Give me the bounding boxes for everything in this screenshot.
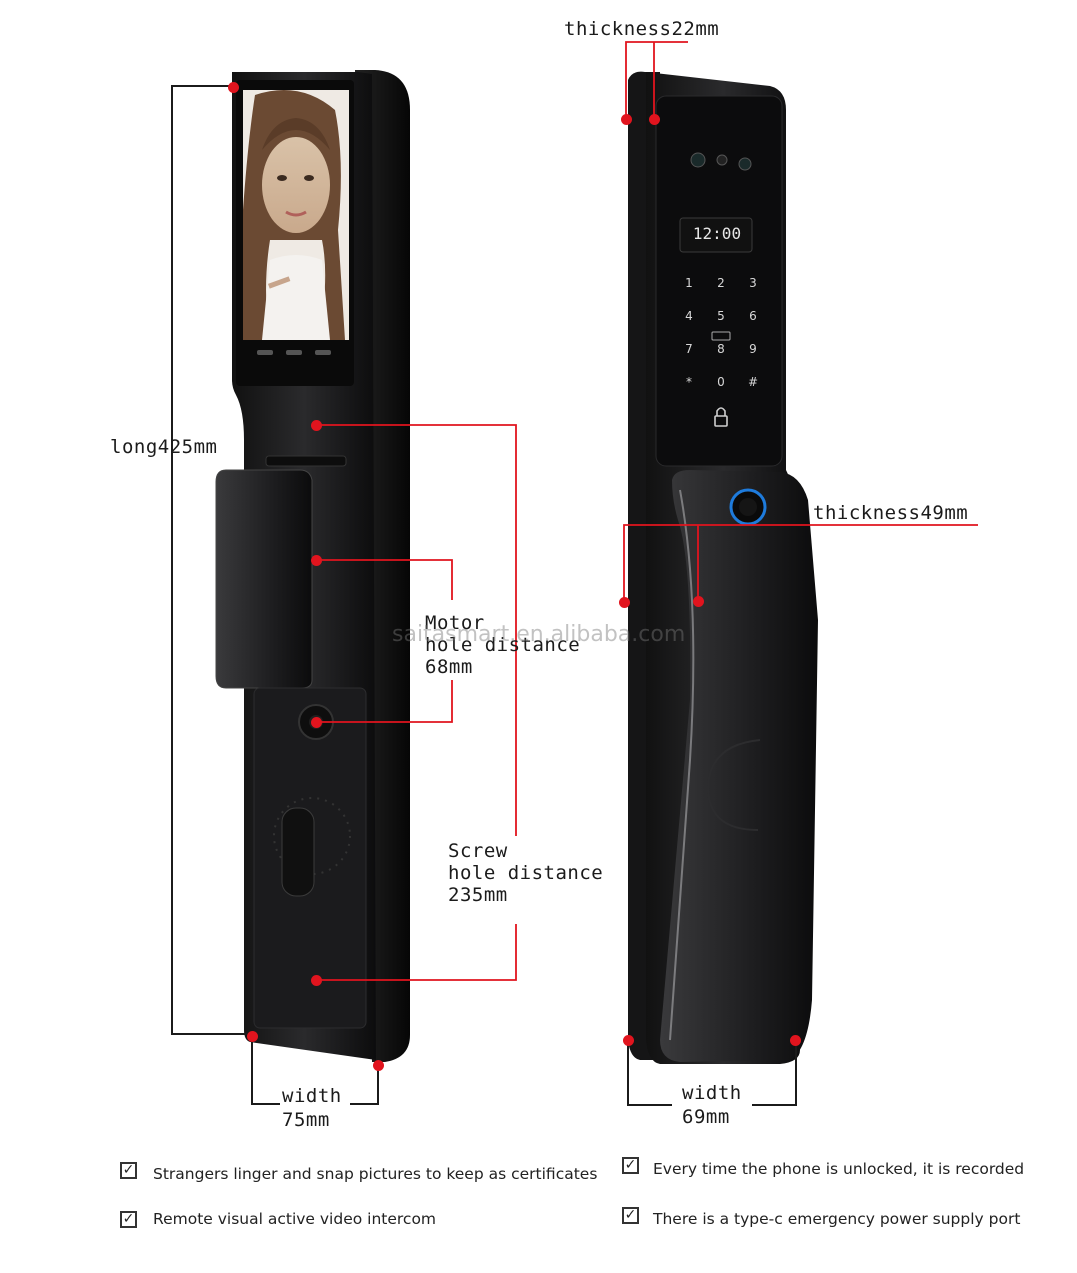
keypad-key[interactable]: 0	[717, 375, 725, 389]
vent-slot	[265, 455, 347, 467]
checkbox-icon: ✓	[622, 1157, 639, 1174]
dot-screw-bottom	[311, 975, 322, 986]
keypad-key[interactable]: 9	[749, 342, 757, 356]
camera-lens	[690, 152, 706, 168]
side-lock	[628, 71, 818, 1064]
label-width-front-1: width	[282, 1085, 342, 1107]
label-width-side-1: width	[682, 1082, 742, 1104]
red-dimension-lines	[316, 41, 978, 981]
watermark-text: saitasmart.en.alibaba.com	[392, 622, 686, 647]
label-thickness-49: thickness49mm	[813, 502, 969, 524]
clock-display: 12:00	[692, 224, 742, 243]
keypad-key[interactable]: 7	[685, 342, 693, 356]
side-handle	[660, 470, 818, 1062]
dot-motor-bottom	[311, 717, 322, 728]
camera-lens	[716, 154, 728, 166]
feature-item: Every time the phone is unlocked, it is …	[653, 1160, 1025, 1178]
screen-button	[286, 350, 302, 355]
lock-icon-body	[714, 415, 728, 427]
dot-thick22-right	[649, 114, 660, 125]
feature-item: Remote visual active video intercom	[153, 1210, 437, 1228]
screen-button	[315, 350, 331, 355]
checkbox-icon: ✓	[120, 1211, 137, 1228]
dot-thick22-left	[621, 114, 632, 125]
card-reader-icon	[711, 331, 731, 341]
label-width-front-2: 75mm	[282, 1109, 330, 1131]
dot-screw-top	[311, 420, 322, 431]
front-handle	[215, 469, 313, 689]
product-diagram	[171, 41, 978, 1106]
label-thickness-22: thickness22mm	[564, 18, 720, 40]
clock-display-frame	[679, 217, 753, 253]
dot-length-top	[228, 82, 239, 93]
keypad-key[interactable]: 1	[685, 276, 693, 290]
thumb-turn-ring	[273, 797, 351, 875]
label-screw-1: Screw	[448, 840, 508, 862]
keypad-panel	[655, 95, 783, 467]
screen-button	[257, 350, 273, 355]
feature-item: Strangers linger and snap pictures to ke…	[153, 1165, 598, 1183]
keypad-grid: 1 2 3 4 5 6 7 8 9 * 0 #	[673, 276, 769, 396]
label-motor-1: Motor	[425, 612, 485, 634]
dot-width-right	[373, 1060, 384, 1071]
dot-width69-right	[790, 1035, 801, 1046]
dimension-lines	[171, 85, 797, 1106]
checkbox-icon: ✓	[622, 1207, 639, 1224]
thumb-turn-knob	[281, 807, 315, 897]
dot-motor-top	[311, 555, 322, 566]
camera-lens	[738, 157, 752, 171]
dot-width69-left	[623, 1035, 634, 1046]
front-lock	[215, 70, 410, 1062]
lock-icon-shackle	[716, 407, 726, 416]
keypad-key[interactable]: 2	[717, 276, 725, 290]
checkbox-icon: ✓	[120, 1162, 137, 1179]
label-screw-2: hole distance	[448, 862, 604, 884]
dot-length-bottom	[247, 1031, 258, 1042]
dot-thick49-right	[693, 596, 704, 607]
dot-thick49-left	[619, 597, 630, 608]
feature-item: There is a type-c emergency power supply…	[653, 1210, 1021, 1228]
keypad-key[interactable]: #	[747, 375, 759, 389]
portrait-image	[243, 90, 349, 340]
keypad-key[interactable]: 4	[685, 309, 693, 323]
label-screw-3: 235mm	[448, 884, 508, 906]
label-width-side-2: 69mm	[682, 1106, 730, 1128]
keypad-key[interactable]: 3	[749, 276, 757, 290]
keypad-key[interactable]: 5	[717, 309, 725, 323]
label-motor-2: hole distance	[425, 634, 581, 656]
keypad-key[interactable]: 6	[749, 309, 757, 323]
keypad-key[interactable]: *	[686, 375, 692, 389]
keypad-key[interactable]: 8	[717, 342, 725, 356]
label-length: long425mm	[110, 436, 218, 458]
label-motor-3: 68mm	[425, 656, 473, 678]
